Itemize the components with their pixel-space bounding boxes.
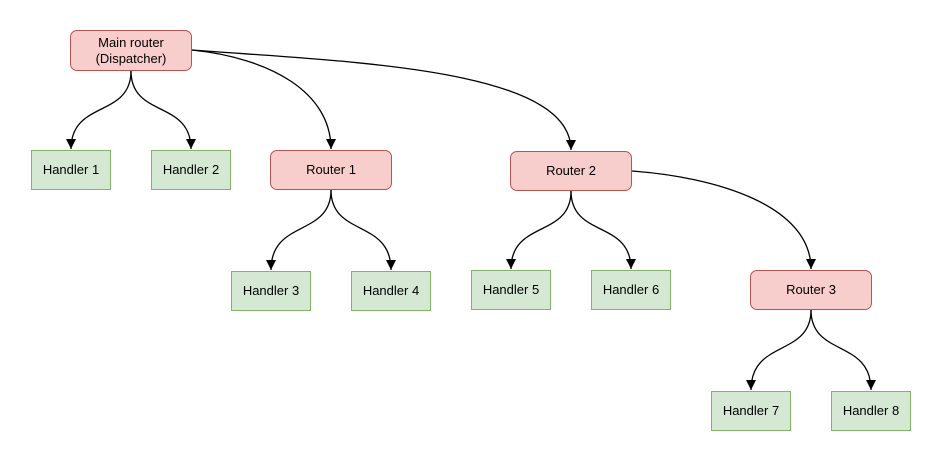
node-router3: Router 3 bbox=[750, 270, 872, 310]
edge-router3-to-handler8 bbox=[810, 309, 876, 391]
node-handler1: Handler 1 bbox=[31, 150, 111, 190]
node-handler5-label: Handler 5 bbox=[482, 282, 540, 297]
node-handler7-label: Handler 7 bbox=[722, 403, 780, 418]
edge-main-router-to-router2 bbox=[191, 49, 576, 151]
node-main-router: Main router (Dispatcher) bbox=[70, 30, 192, 71]
node-handler8: Handler 8 bbox=[831, 391, 911, 431]
node-handler5: Handler 5 bbox=[471, 270, 551, 310]
edge-router2-to-handler6 bbox=[570, 190, 636, 270]
node-handler6: Handler 6 bbox=[591, 270, 671, 310]
edge-main-router-to-handler1 bbox=[66, 70, 132, 150]
edge-router2-to-router3 bbox=[631, 170, 816, 270]
edge-router3-to-handler7 bbox=[746, 309, 812, 391]
node-router2-label: Router 2 bbox=[546, 163, 596, 178]
node-handler8-label: Handler 8 bbox=[842, 403, 900, 418]
node-handler4: Handler 4 bbox=[351, 271, 431, 311]
node-handler7: Handler 7 bbox=[711, 391, 791, 431]
node-handler1-label: Handler 1 bbox=[42, 162, 100, 177]
node-handler3-label: Handler 3 bbox=[242, 283, 300, 298]
node-router1-label: Router 1 bbox=[306, 162, 356, 177]
edge-main-router-to-router1 bbox=[191, 49, 336, 150]
node-main-router-label-line1: Main router bbox=[98, 34, 164, 50]
node-handler2: Handler 2 bbox=[151, 150, 231, 190]
edge-router1-to-handler3 bbox=[266, 189, 332, 271]
edge-router2-to-handler5 bbox=[506, 190, 572, 270]
node-handler6-label: Handler 6 bbox=[602, 282, 660, 297]
node-router3-label: Router 3 bbox=[786, 282, 836, 297]
node-router2: Router 2 bbox=[510, 151, 632, 191]
node-handler2-label: Handler 2 bbox=[162, 162, 220, 177]
node-handler4-label: Handler 4 bbox=[362, 283, 420, 298]
edge-main-router-to-handler2 bbox=[130, 70, 196, 150]
node-router1: Router 1 bbox=[270, 150, 392, 190]
edge-router1-to-handler4 bbox=[330, 189, 396, 271]
node-handler3: Handler 3 bbox=[231, 271, 311, 311]
node-main-router-label-line2: (Dispatcher) bbox=[95, 50, 167, 66]
